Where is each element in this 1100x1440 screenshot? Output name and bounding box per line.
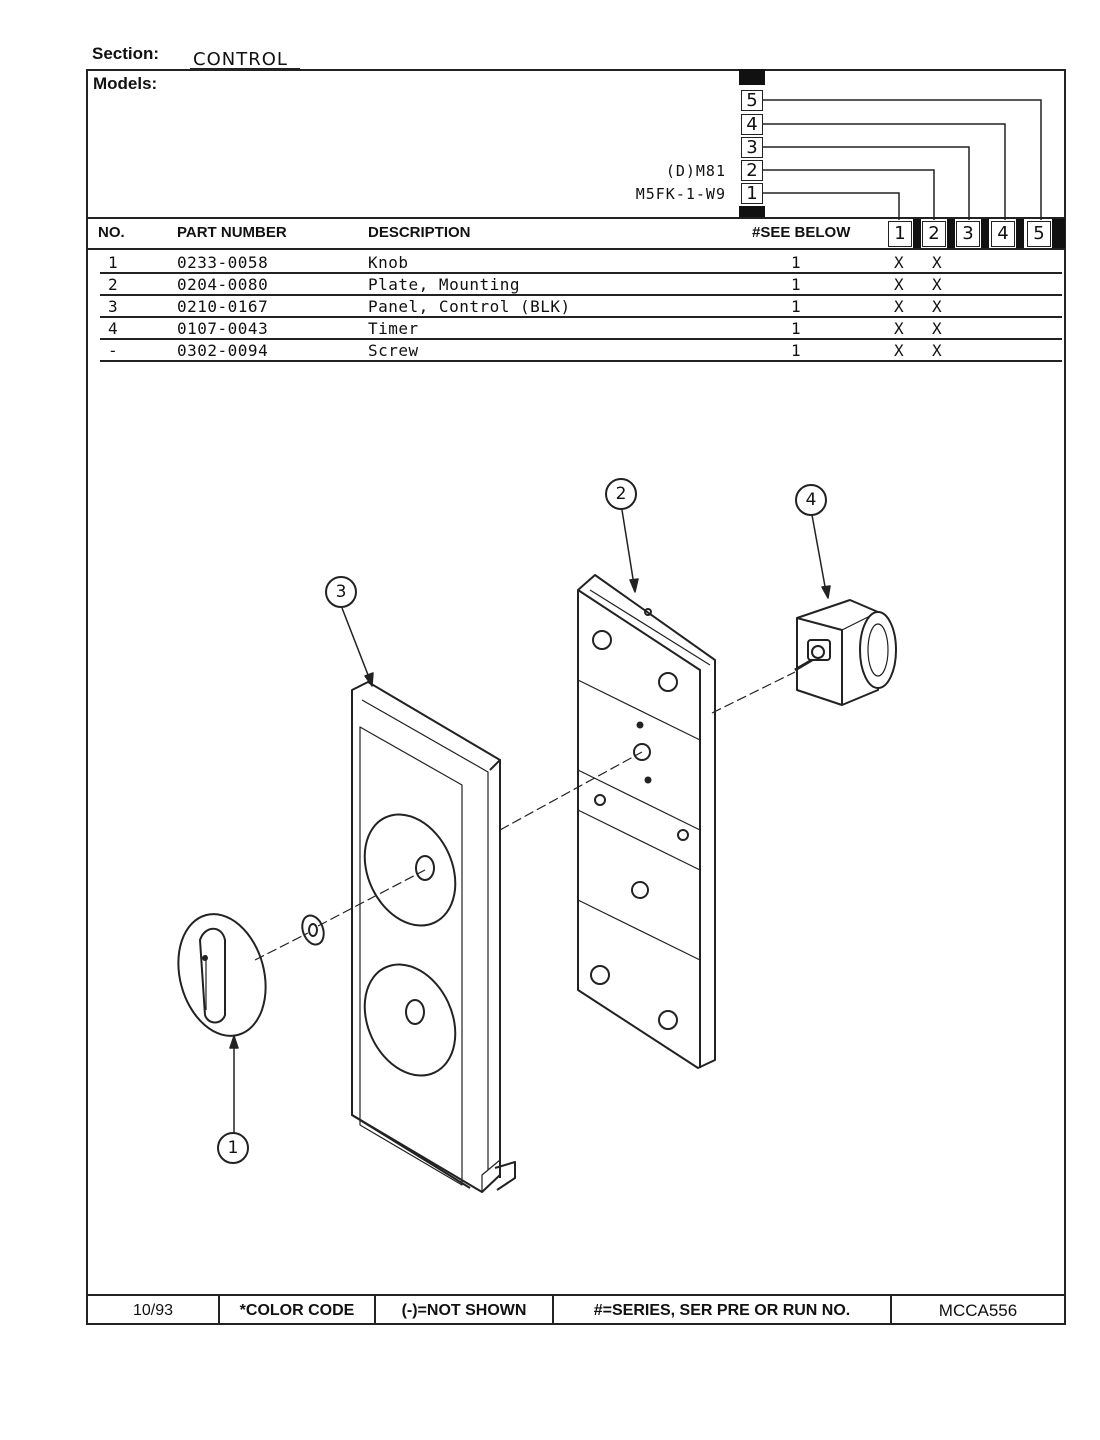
row-desc: Panel, Control (BLK) — [368, 297, 571, 316]
header-part-number: PART NUMBER — [177, 224, 287, 241]
header-top-rule — [86, 217, 1066, 219]
row-qty: 1 — [791, 253, 802, 272]
header-description: DESCRIPTION — [368, 224, 471, 241]
row-model-2: X — [932, 319, 943, 338]
footer-divider — [374, 1294, 376, 1325]
table-row: 1 0233-0058 Knob 1 X X — [86, 252, 1066, 274]
footer-divider — [890, 1294, 892, 1325]
footer-not-shown: (-)=NOT SHOWN — [401, 1302, 527, 1319]
header-col-divider — [947, 219, 955, 249]
row-part: 0107-0043 — [177, 319, 269, 338]
callout-3: 3 — [325, 576, 357, 608]
washer-illustration — [301, 914, 325, 946]
exploded-parts-diagram — [177, 509, 897, 1193]
row-model-1: X — [894, 319, 905, 338]
row-no: - — [108, 341, 119, 360]
footer-series-note: #=SERIES, SER PRE OR RUN NO. — [593, 1302, 851, 1319]
row-model-2: X — [932, 341, 943, 360]
timer-illustration — [794, 599, 897, 706]
mounting-plate-illustration — [577, 574, 716, 1069]
model-name-dm81: (D)M81 — [665, 162, 726, 180]
table-row: 2 0204-0080 Plate, Mounting 1 X X — [86, 274, 1066, 296]
header-model-col-2: 2 — [922, 221, 946, 247]
model-stack-bottom-bar — [739, 206, 765, 218]
callout-4: 4 — [795, 484, 827, 516]
row-no: 3 — [108, 297, 119, 316]
model-stack-top-bar — [739, 69, 765, 85]
callout-1: 1 — [217, 1132, 249, 1164]
header-col-divider — [1016, 219, 1024, 249]
model-name-m5fk: M5FK-1-W9 — [635, 185, 726, 203]
row-no: 4 — [108, 319, 119, 338]
section-value: CONTROL — [193, 49, 288, 70]
models-label: Models: — [93, 74, 158, 93]
header-model-col-5: 5 — [1027, 221, 1051, 247]
callout-2: 2 — [605, 478, 637, 510]
row-part: 0204-0080 — [177, 275, 269, 294]
footer-divider — [552, 1294, 554, 1325]
callout-2-label: 2 — [615, 484, 627, 504]
header-col-divider — [981, 219, 989, 249]
row-desc: Plate, Mounting — [368, 275, 520, 294]
footer-top-rule — [86, 1294, 1066, 1296]
header-no: NO. — [98, 224, 125, 241]
header-bottom-rule — [86, 248, 1066, 250]
row-no: 1 — [108, 253, 119, 272]
model-col-1: 1 — [741, 183, 763, 204]
header-col-divider — [1052, 219, 1065, 249]
row-qty: 1 — [791, 297, 802, 316]
row-desc: Timer — [368, 319, 419, 338]
row-model-1: X — [894, 341, 905, 360]
header-model-col-4: 4 — [991, 221, 1015, 247]
header-model-col-3: 3 — [956, 221, 980, 247]
model-leader-lines — [763, 99, 1042, 220]
row-model-1: X — [894, 253, 905, 272]
row-model-2: X — [932, 275, 943, 294]
footer-date: 10/93 — [132, 1302, 174, 1319]
callout-3-label: 3 — [335, 582, 347, 602]
section-underline — [190, 68, 300, 69]
row-part: 0210-0167 — [177, 297, 269, 316]
row-model-2: X — [932, 253, 943, 272]
model-col-2: 2 — [741, 160, 763, 181]
knob-illustration — [177, 913, 267, 1037]
row-qty: 1 — [791, 275, 802, 294]
row-rule — [100, 272, 1062, 274]
row-rule — [100, 338, 1062, 340]
callout-4-label: 4 — [805, 490, 817, 510]
row-model-1: X — [894, 297, 905, 316]
control-panel-illustration — [351, 681, 516, 1193]
callout-1-label: 1 — [227, 1138, 239, 1158]
row-part: 0233-0058 — [177, 253, 269, 272]
row-qty: 1 — [791, 319, 802, 338]
header-model-col-1: 1 — [888, 221, 912, 247]
row-desc: Screw — [368, 341, 419, 360]
row-model-2: X — [932, 297, 943, 316]
footer-divider — [218, 1294, 220, 1325]
row-rule — [100, 360, 1062, 362]
row-part: 0302-0094 — [177, 341, 269, 360]
model-col-3: 3 — [741, 137, 763, 158]
header-col-divider — [913, 219, 921, 249]
table-row: 4 0107-0043 Timer 1 X X — [86, 318, 1066, 340]
model-col-5: 5 — [741, 90, 763, 111]
row-rule — [100, 316, 1062, 318]
footer-doc-id: MCCA556 — [938, 1301, 1018, 1320]
row-rule — [100, 294, 1062, 296]
row-no: 2 — [108, 275, 119, 294]
header-see-below: #SEE BELOW — [752, 224, 851, 241]
model-col-4: 4 — [741, 114, 763, 135]
footer-color-code: *COLOR CODE — [239, 1302, 355, 1319]
row-model-1: X — [894, 275, 905, 294]
table-row: 3 0210-0167 Panel, Control (BLK) 1 X X — [86, 296, 1066, 318]
section-label: Section: — [92, 44, 160, 63]
row-qty: 1 — [791, 341, 802, 360]
row-desc: Knob — [368, 253, 409, 272]
table-row: - 0302-0094 Screw 1 X X — [86, 340, 1066, 362]
page-frame — [86, 69, 1066, 1325]
